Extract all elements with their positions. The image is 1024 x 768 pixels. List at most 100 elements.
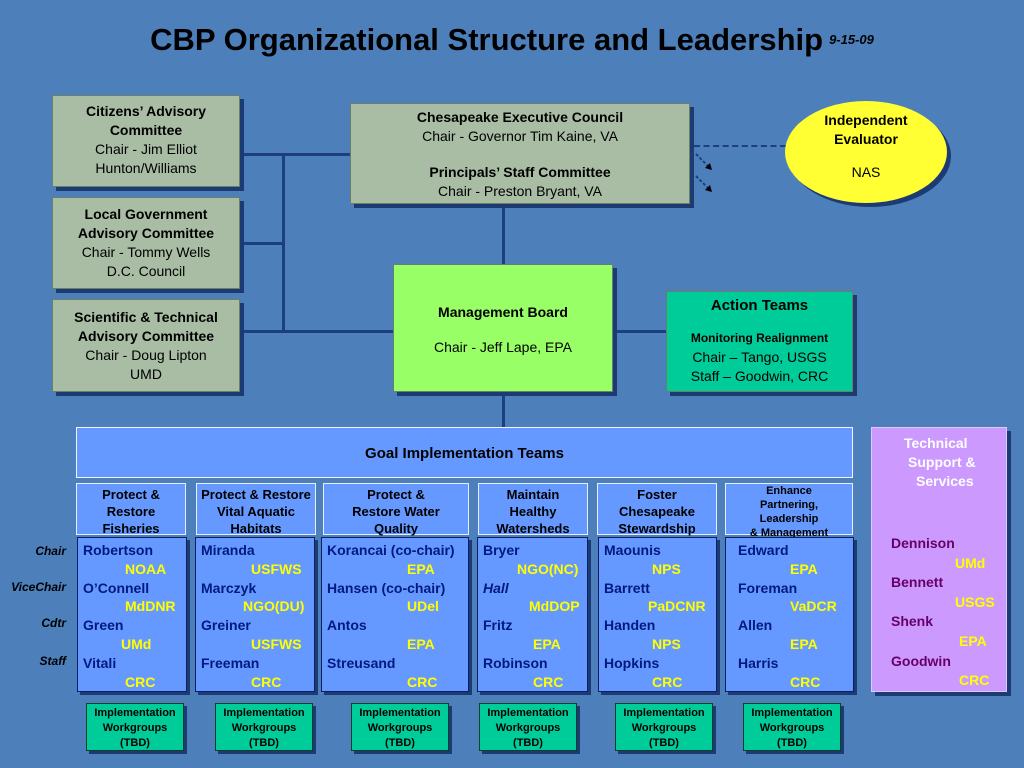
workgroup-line: (TBD) [120, 737, 150, 749]
connector-line [243, 242, 283, 245]
arrow-icons [695, 153, 712, 192]
executive-council: Chesapeake Executive Council Chair - Gov… [350, 103, 690, 204]
connector-line [243, 330, 393, 333]
person-org: NGO(NC) [517, 560, 579, 577]
person-name: Bryer [483, 542, 520, 558]
team-header-watersheds: Maintain Healthy Watersheds [478, 483, 588, 536]
committee-org: Hunton/Williams [95, 160, 197, 176]
person-name: Barrett [604, 579, 650, 596]
team-people-partnering: Edward EPA Foreman VaDCR Allen EPA Harri… [725, 537, 854, 692]
role-label-coordinator: Cdtr [41, 616, 66, 630]
management-board: Management Board Chair - Jeff Lape, EPA [393, 264, 613, 392]
committee-name: Citizens’ Advisory [85, 103, 207, 119]
connector-line [502, 206, 505, 264]
team-header-line: Protect & Restore [201, 487, 311, 502]
person-name: Harris [738, 654, 779, 671]
team-header-water-quality: Protect & Restore Water Quality [323, 483, 469, 536]
workgroup-line: Workgroups [759, 722, 825, 734]
committee-name: Advisory Committee [77, 328, 215, 344]
person-name: Hall [483, 579, 509, 596]
evaluator-name: Independent [824, 112, 908, 128]
person-org: CRC [251, 673, 282, 690]
person-org: EPA [407, 560, 435, 577]
team-header-line: Stewardship [618, 521, 696, 536]
person-org: EPA [790, 560, 818, 577]
team-header-line: Healthy [509, 504, 557, 519]
connector-line [614, 330, 666, 333]
team-people-stewardship: Maounis NPS Barrett PaDCNR Handen NPS Ho… [598, 537, 717, 692]
team-header-line: Enhance [766, 485, 812, 497]
person-name: Freeman [201, 654, 260, 671]
team-people-water-quality: Korancai (co-chair) EPA Hansen (co-chair… [321, 537, 469, 692]
team-header-fisheries: Protect & Restore Fisheries [76, 483, 186, 536]
team-header-partnering: Enhance Partnering, Leadership & Managem… [725, 483, 853, 539]
committee-name: Committee [109, 122, 183, 138]
person-org: UDel [407, 598, 439, 615]
person-name: Bennett [891, 574, 944, 591]
committee-chair: Chair - Jim Elliot [95, 141, 197, 157]
workgroup-line: Implementation [751, 707, 833, 719]
person-name: Foreman [738, 579, 798, 596]
workgroup-line: Implementation [94, 707, 176, 719]
executive-council-chair: Chair - Governor Tim Kaine, VA [422, 128, 618, 144]
local-government-advisory-committee: Local Government Advisory Committee Chai… [52, 197, 240, 289]
person-org: PaDCNR [648, 598, 706, 615]
principals-staff-committee-chair: Chair - Preston Bryant, VA [438, 183, 602, 199]
person-org: VaDCR [790, 598, 837, 615]
person-name: Streusand [327, 654, 396, 671]
workgroup-line: (TBD) [649, 737, 679, 749]
person-org: EPA [533, 635, 561, 652]
role-label-staff: Staff [39, 654, 66, 668]
team-people-watersheds: Bryer NGO(NC) Hall MdDOP Fritz EPA Robin… [477, 537, 588, 692]
team-header-stewardship: Foster Chesapeake Stewardship [597, 483, 717, 536]
technical-support-services: Technical Support & Services [871, 427, 1007, 692]
team-header-line: Vital Aquatic [216, 504, 296, 519]
person-org: CRC [790, 673, 821, 690]
person-name: Dennison [891, 535, 955, 551]
workgroup-line: Workgroups [231, 722, 297, 734]
person-org: USFWS [251, 635, 302, 652]
workgroup-line: Implementation [223, 707, 305, 719]
workgroup-line: Implementation [487, 707, 569, 719]
principals-staff-committee-title: Principals’ Staff Committee [429, 164, 611, 180]
workgroup-line: (TBD) [385, 737, 415, 749]
page-title: CBP Organizational Structure and Leaders… [0, 22, 1024, 58]
technical-title: Support & [908, 454, 976, 470]
person-org: EPA [959, 632, 987, 649]
person-name: O’Connell [83, 579, 150, 596]
person-name: Miranda [201, 542, 255, 558]
person-org: NOAA [125, 560, 167, 577]
person-org: USGS [955, 593, 995, 610]
person-name: Hansen (co-chair) [327, 579, 446, 596]
implementation-workgroups-box: Implementation Workgroups (TBD) [615, 703, 713, 751]
person-name: Allen [738, 617, 773, 634]
person-org: UMd [121, 635, 152, 652]
connector-line [502, 393, 505, 427]
person-org: NPS [652, 560, 681, 577]
implementation-workgroups-box: Implementation Workgroups (TBD) [86, 703, 184, 751]
action-teams-staff: Staff – Goodwin, CRC [690, 368, 829, 384]
person-org: EPA [790, 635, 818, 652]
action-teams-subtitle: Monitoring Realignment [690, 331, 829, 345]
goal-implementation-teams: Goal Implementation Teams [76, 427, 853, 478]
technical-title: Services [916, 473, 974, 489]
implementation-workgroups-box: Implementation Workgroups (TBD) [479, 703, 577, 751]
implementation-workgroups-box: Implementation Workgroups (TBD) [215, 703, 313, 751]
person-org: CRC [652, 673, 683, 690]
committee-chair: Chair - Doug Lipton [85, 347, 207, 363]
person-org: MdDNR [125, 598, 176, 615]
team-header-line: Watersheds [496, 521, 570, 536]
evaluator-name: Evaluator [834, 131, 898, 147]
workgroup-line: Implementation [623, 707, 705, 719]
team-header-line: Fisheries [102, 521, 160, 536]
implementation-workgroups-box: Implementation Workgroups (TBD) [743, 703, 841, 751]
independent-evaluator: Independent Evaluator NAS [785, 101, 947, 203]
date-label: 9-15-09 [829, 32, 874, 47]
role-label-vicechair: ViceChair [11, 580, 66, 594]
person-name: Antos [327, 617, 367, 634]
team-header-line: Habitats [230, 521, 282, 536]
workgroup-line: Implementation [359, 707, 441, 719]
workgroup-line: (TBD) [777, 737, 807, 749]
management-board-title: Management Board [438, 304, 568, 320]
citizens-advisory-committee: Citizens’ Advisory Committee Chair - Jim… [52, 95, 240, 187]
